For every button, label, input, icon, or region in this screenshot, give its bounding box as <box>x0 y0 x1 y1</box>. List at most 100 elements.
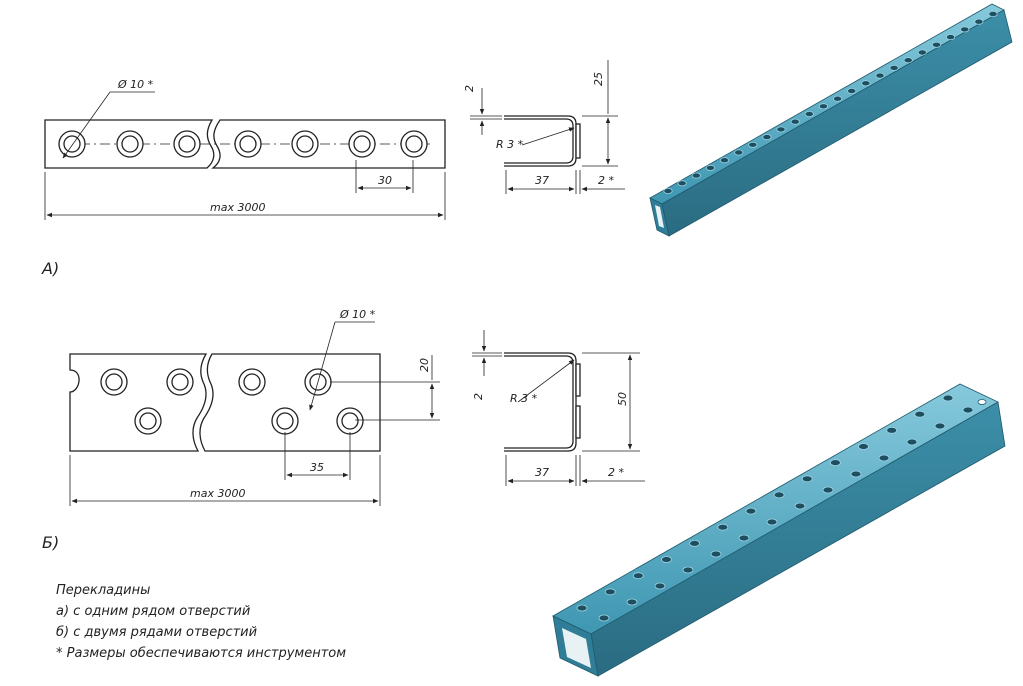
variant-b-render <box>552 383 1006 677</box>
render-hole <box>632 572 644 580</box>
variant-a-holes <box>58 130 428 158</box>
legend-line-b: б) с двумя рядами отверстий <box>56 625 258 640</box>
render-hole <box>934 422 946 430</box>
hole-inner <box>405 135 423 153</box>
render-hole <box>889 64 899 71</box>
variant-a-clearance: 2 * <box>598 174 614 187</box>
variant-b-holes <box>100 368 364 435</box>
render-hole <box>832 95 843 102</box>
variant-b-strip <box>69 353 381 452</box>
render-hole <box>745 507 757 515</box>
render-hole <box>663 187 673 194</box>
variant-a-profile-dimensions <box>470 60 625 194</box>
variant-b-row-offset: 20 <box>418 358 431 372</box>
hole-inner <box>63 135 81 153</box>
render-hole <box>773 491 785 499</box>
variant-b-render-holes <box>576 394 974 622</box>
legend-line-a: а) с одним рядом отверстий <box>56 604 251 619</box>
render-hole <box>710 550 722 558</box>
render-hole <box>804 111 814 118</box>
variant-b-profile <box>504 352 581 452</box>
hole-inner <box>341 412 359 430</box>
variant-a-render-holes <box>663 10 998 194</box>
render-hole <box>906 438 918 446</box>
render-hole <box>942 394 954 402</box>
variant-a-label: А) <box>41 259 59 278</box>
render-hole <box>738 534 750 542</box>
render-hole <box>776 126 786 133</box>
variant-b-wall: 2 <box>472 393 485 400</box>
variant-a-pitch: 30 <box>378 174 392 187</box>
legend-note: * Размеры обеспечиваются инструментом <box>56 646 347 661</box>
render-hole <box>830 459 841 467</box>
variant-b-profile-dimensions <box>472 330 645 486</box>
variant-a-wall: 2 <box>463 85 476 92</box>
hole-inner <box>139 412 157 430</box>
render-hole <box>677 180 687 187</box>
render-hole <box>766 518 778 526</box>
render-hole <box>654 582 666 590</box>
hole-inner <box>105 373 123 391</box>
render-hole <box>682 566 694 574</box>
render-hole <box>861 80 871 87</box>
render-hole <box>960 26 970 33</box>
variant-a-profile <box>504 115 581 167</box>
render-hole <box>945 34 956 41</box>
render-hole <box>604 588 616 596</box>
render-hole <box>689 540 700 547</box>
variant-b-height: 50 <box>616 392 629 406</box>
hole-inner <box>178 135 196 153</box>
legend-title: Перекладины <box>56 583 151 598</box>
legend: Перекладины а) с одним рядом отверстий б… <box>56 580 346 664</box>
variant-b-dimensions <box>69 321 440 506</box>
hole-inner <box>171 373 189 391</box>
render-hole <box>762 134 772 141</box>
render-hole <box>988 10 998 17</box>
render-hole <box>822 486 834 494</box>
render-hole <box>661 556 672 563</box>
render-hole <box>719 157 730 164</box>
variant-b-clearance: 2 * <box>608 466 624 479</box>
variant-a-dimensions <box>44 91 446 220</box>
hole-inner <box>353 135 371 153</box>
render-hole <box>717 523 729 531</box>
render-hole <box>790 118 800 125</box>
variant-b-radius: R 3 * <box>510 392 538 405</box>
hole-inner <box>239 135 257 153</box>
variant-b-pitch: 35 <box>310 461 324 474</box>
hole-inner <box>276 412 294 430</box>
render-hole <box>875 72 885 79</box>
render-hole <box>917 49 927 56</box>
render-hole <box>801 475 813 483</box>
variant-b-hole-diameter: Ø 10 * <box>339 308 376 321</box>
variant-a-hole-diameter: Ø 10 * <box>117 78 154 91</box>
render-hole <box>847 88 857 95</box>
variant-a-length: max 3000 <box>210 201 265 214</box>
variant-b-width: 37 <box>535 466 549 479</box>
render-hole <box>974 18 984 25</box>
variant-a-render <box>649 3 1013 237</box>
variant-b-label: Б) <box>42 533 59 552</box>
render-hole <box>705 164 716 171</box>
render-hole <box>858 443 869 450</box>
variant-a-height: 25 <box>592 72 605 86</box>
render-hole <box>576 604 588 612</box>
render-hole <box>748 141 758 148</box>
render-hole <box>626 598 638 606</box>
render-hole <box>878 454 890 462</box>
hole-inner <box>121 135 139 153</box>
render-hole <box>914 410 926 418</box>
variant-a-width: 37 <box>535 174 549 187</box>
hole-inner <box>296 135 314 153</box>
hole-inner <box>243 373 261 391</box>
variant-a-radius: R 3 * <box>496 138 524 151</box>
render-hole <box>794 502 806 510</box>
render-hole <box>818 103 829 110</box>
render-hole <box>850 470 862 478</box>
render-hole <box>962 406 974 414</box>
render-hole <box>903 57 913 64</box>
render-hole <box>691 172 701 179</box>
render-hole <box>734 149 744 156</box>
render-hole <box>598 614 610 622</box>
